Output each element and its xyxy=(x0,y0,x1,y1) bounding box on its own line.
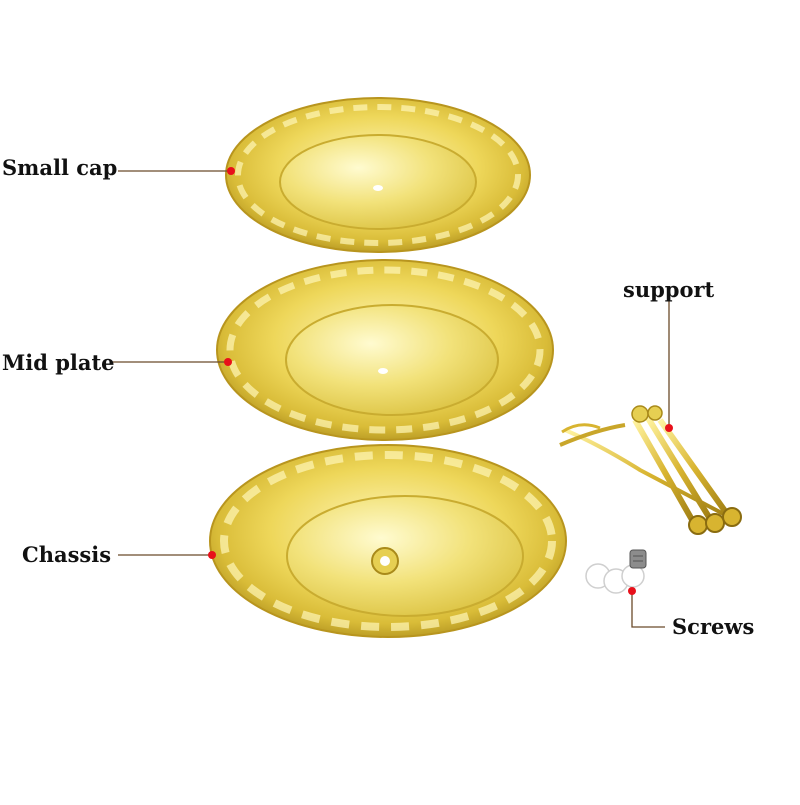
marker-mid-plate xyxy=(224,358,232,366)
marker-support xyxy=(665,424,673,432)
label-screws: Screws xyxy=(672,614,755,639)
leader-lines xyxy=(110,170,670,628)
screws-part xyxy=(585,549,647,594)
leader-screws xyxy=(631,591,665,628)
chassis-plate xyxy=(209,444,567,638)
label-small-cap: Small cap xyxy=(2,155,118,180)
marker-screws xyxy=(628,587,636,595)
label-chassis: Chassis xyxy=(22,542,112,567)
marker-chassis xyxy=(208,551,216,559)
marker-small-cap xyxy=(227,167,235,175)
label-support: support xyxy=(623,277,715,302)
mid-plate xyxy=(216,259,554,441)
support-part xyxy=(559,405,742,535)
marker-dots xyxy=(208,167,673,595)
small-cap-plate xyxy=(225,97,531,253)
label-mid-plate: Mid plate xyxy=(2,350,115,375)
chassis-center-fitting xyxy=(371,547,399,575)
